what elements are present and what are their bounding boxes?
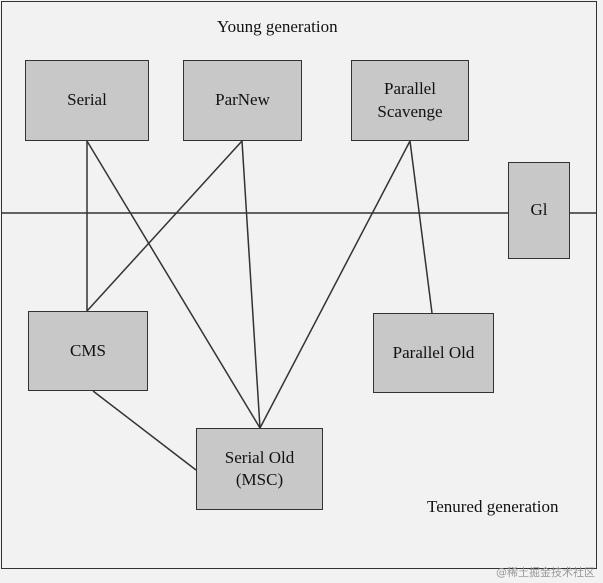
watermark-text: @稀土掘金技术社区 xyxy=(496,566,595,579)
parnew-collector-box: ParNew xyxy=(183,60,302,141)
edge-parnew-cms xyxy=(86,140,243,312)
edge-parallel-scavenge-serial-old xyxy=(259,140,411,429)
young-generation-label: Young generation xyxy=(217,17,338,36)
cms-collector-box: CMS xyxy=(28,311,148,391)
edge-parallel-scavenge-parallel-old xyxy=(409,140,433,314)
diagram-frame xyxy=(1,1,597,569)
serial-old-collector-box: Serial Old (MSC) xyxy=(196,428,323,510)
serial-collector-box: Serial xyxy=(25,60,149,141)
parallel-old-collector-box: Parallel Old xyxy=(373,313,494,393)
edge-parnew-serial-old xyxy=(241,140,261,429)
edge-cms-serial-old xyxy=(92,390,197,471)
tenured-generation-label: Tenured generation xyxy=(427,497,559,516)
parallel-scavenge-collector-box: Parallel Scavenge xyxy=(351,60,469,141)
g1-collector-box: Gl xyxy=(508,162,570,259)
edge-serial-serial-old xyxy=(86,140,261,429)
